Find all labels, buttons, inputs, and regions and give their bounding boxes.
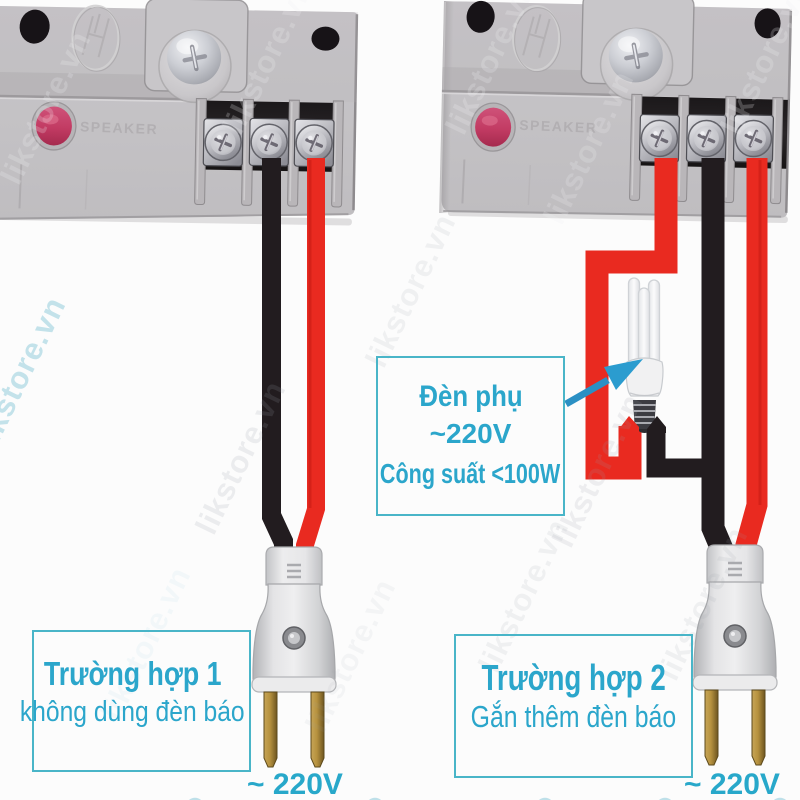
svg-text:SPEAKER: SPEAKER — [80, 118, 159, 137]
svg-text:SPEAKER: SPEAKER — [519, 117, 598, 136]
